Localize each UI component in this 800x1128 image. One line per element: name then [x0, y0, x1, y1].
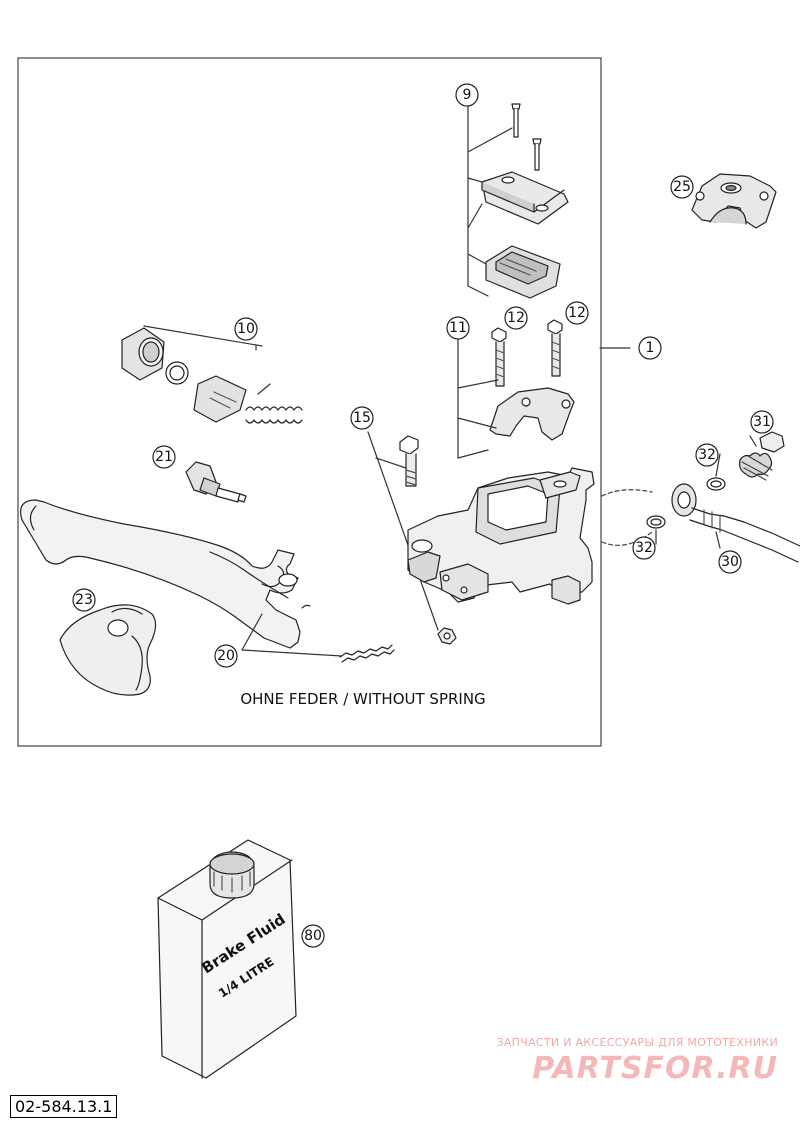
callout-9: 9 — [463, 87, 472, 103]
callout-12a: 12 — [507, 310, 525, 326]
callout-1-circle — [638, 336, 662, 360]
callout-1: 1 — [646, 340, 655, 356]
callout-30-circle — [718, 550, 742, 574]
callout-12b-circle — [565, 301, 589, 325]
brake-lever-part-20 — [20, 499, 395, 663]
callout-9-circle — [455, 83, 479, 107]
callout-30: 30 — [721, 554, 739, 570]
callout-labels — [72, 83, 774, 948]
callout-15: 15 — [353, 410, 371, 426]
callout-15-circle — [350, 406, 374, 430]
callout-80-circle — [301, 924, 325, 948]
spring-note-caption: OHNE FEDER / WITHOUT SPRING — [240, 690, 485, 708]
diagram-part-code: 02-584.13.1 — [10, 1095, 118, 1118]
watermark-tagline: ЗАПЧАСТИ И АКСЕССУАРЫ ДЛЯ МОТОТЕХНИКИ — [496, 1036, 778, 1049]
callout-10-circle — [234, 317, 258, 341]
callout-32b-circle — [632, 536, 656, 560]
callout-11-circle — [446, 316, 470, 340]
callout-21: 21 — [155, 449, 173, 465]
reservoir-cover-group — [467, 103, 569, 299]
brake-hose-parts-30-32 — [601, 431, 800, 563]
pivot-bolt-part-15 — [367, 431, 457, 645]
adjuster-screw-part-21 — [185, 461, 247, 503]
handlebar-clamp-part-25 — [691, 173, 777, 229]
callout-23-circle — [72, 588, 96, 612]
callout-20: 20 — [217, 648, 235, 664]
callout-21-circle — [152, 445, 176, 469]
callout-12a-circle — [504, 306, 528, 330]
callout-32b: 32 — [635, 540, 653, 556]
callout-32a: 32 — [698, 447, 716, 463]
callout-25-circle — [670, 175, 694, 199]
callout-10: 10 — [237, 321, 255, 337]
callout-12b: 12 — [568, 305, 586, 321]
callout-31: 31 — [753, 414, 771, 430]
assembly-frame — [17, 57, 602, 747]
brake-fluid-bottle-part-80 — [157, 839, 297, 1079]
callout-32a-circle — [695, 443, 719, 467]
callout-31-circle — [750, 410, 774, 434]
callout-25: 25 — [673, 179, 691, 195]
callout-80: 80 — [304, 928, 322, 944]
clamp-and-bolts-parts-11-12 — [457, 319, 575, 459]
piston-kit-part-10 — [121, 325, 303, 424]
callout-23: 23 — [75, 592, 93, 608]
lever-guard-part-23 — [59, 604, 157, 696]
master-cylinder-body — [407, 347, 631, 605]
callout-20-circle — [214, 644, 238, 668]
callout-11: 11 — [449, 320, 467, 336]
watermark-brand: PARTSFOR.RU — [532, 1051, 778, 1086]
